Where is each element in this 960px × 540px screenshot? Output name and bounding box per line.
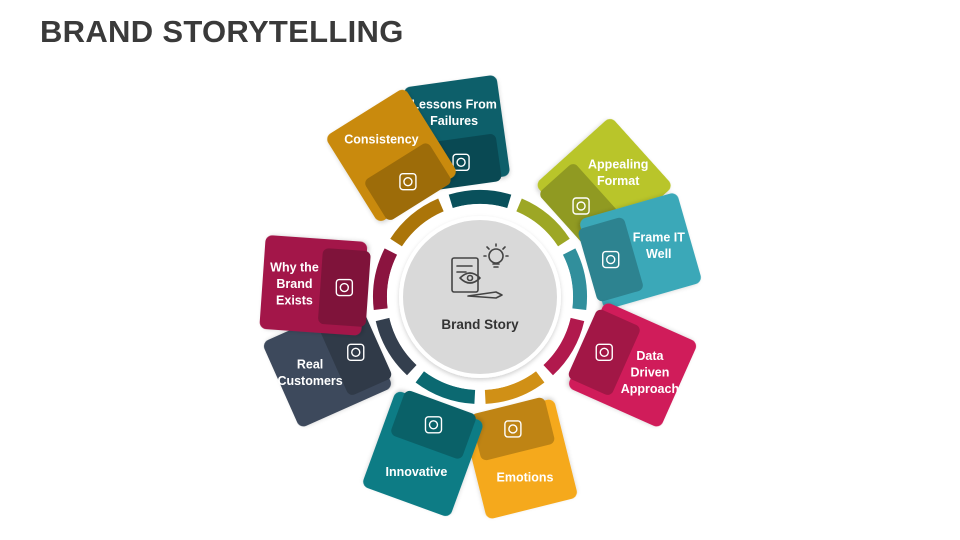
ring-arc [373, 248, 398, 311]
emotions-icon [504, 420, 522, 438]
center-hub: Brand Story [399, 216, 561, 378]
segment-card: Innovative [363, 390, 483, 516]
segment-card: Emotions [463, 397, 577, 519]
data-target-icon [595, 343, 613, 362]
ring-arc [543, 317, 585, 376]
segment-label: Innovative [385, 465, 447, 479]
segment-icon-panel [318, 248, 371, 327]
segment-card: Consistency [327, 89, 456, 221]
brand-story-icon [451, 243, 509, 299]
ring-arc [375, 317, 417, 376]
ring-arc [448, 189, 512, 209]
segment-label: Emotions [497, 470, 554, 484]
ring-arc [390, 198, 444, 247]
slide-title: BRAND STORYTELLING [40, 14, 404, 49]
ring-arc [562, 248, 587, 311]
segment-icon-panel [578, 217, 643, 302]
segment-icon-panel [391, 390, 476, 459]
ring-arc [484, 371, 545, 404]
center-label: Brand Story [441, 317, 519, 332]
brain-gear-icon [424, 416, 443, 434]
idea-document-icon [335, 278, 354, 297]
segment-label: Consistency [344, 132, 418, 146]
segment-icon-panel [365, 143, 451, 220]
cycle-icon [399, 172, 417, 191]
presentation-icon [452, 153, 470, 172]
focus-frame-icon [602, 250, 620, 269]
customers-icon [347, 343, 365, 362]
people-hearts-icon [572, 197, 590, 215]
segment-icon-panel [568, 309, 640, 395]
ring-arc [516, 198, 570, 247]
segment-icon-panel [471, 397, 555, 461]
ring-arc [415, 371, 476, 404]
